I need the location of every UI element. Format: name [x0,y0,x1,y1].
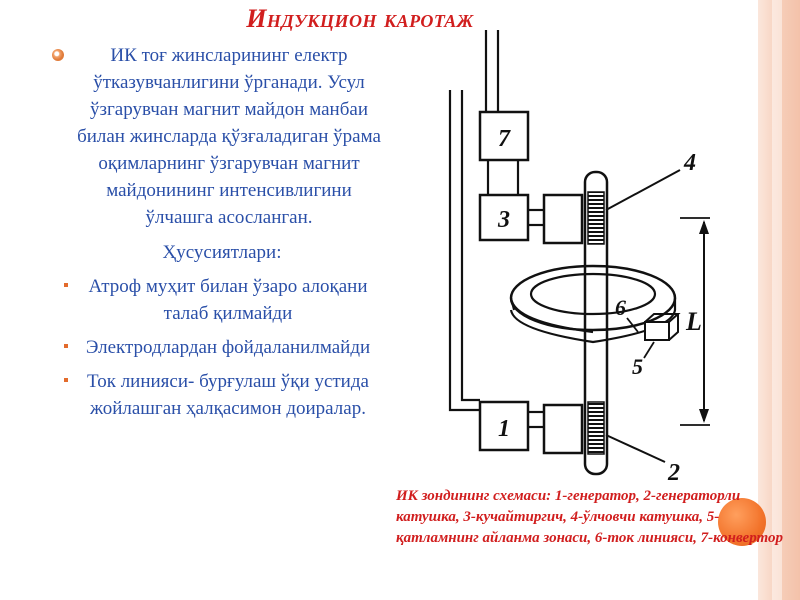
feature-text: Электродлардан фойдаланилмайди [85,337,371,358]
label-L: L [685,307,702,336]
block-3-label: 3 [497,207,510,233]
square-bullet-icon [64,283,68,287]
text-column: ИК тоғ жинсларининг електр ўтказувчанлиг… [48,42,388,422]
features-heading: Ҳусусиятлари: [162,242,282,263]
decorative-edge-stripe [758,0,800,600]
feature-item: Электродлардан фойдаланилмайди [48,334,388,361]
square-bullet-icon [64,344,68,348]
generator-coil [587,401,605,455]
square-bullet-icon [64,378,68,382]
block-7-label: 7 [498,126,511,152]
block-3-amplifier [478,193,530,242]
label-6: 6 [615,295,626,320]
ring-zone-thickness [509,298,677,344]
feature-item: Атроф муҳит билан ўзаро алоқани талаб қи… [48,273,388,327]
feature-item: Ток линияси- бурғулаш ўқи устида жойлашг… [48,368,388,422]
lower-coil-housing [542,403,584,455]
current-line [448,90,480,412]
decorative-orange-circle [718,498,766,546]
leader-line-4 [605,169,681,211]
label-5: 5 [632,354,643,379]
slide-title: Индукцион каротаж [246,4,474,33]
induction-probe-diagram: 7 3 1 4 2 6 5 L [448,30,710,485]
main-bullet: ИК тоғ жинсларининг електр ўтказувчанлиг… [48,42,388,231]
leader-line-2 [605,434,666,463]
feature-text: Ток линияси- бурғулаш ўқи устида жойлашг… [87,371,369,419]
bullet-dot-icon [52,49,64,61]
block-1-label: 1 [498,416,510,442]
measuring-coil [587,191,605,245]
feature-text: Атроф муҳит билан ўзаро алоқани талаб қи… [88,276,368,324]
label-2: 2 [667,460,680,485]
central-rod [583,170,609,476]
label-4: 4 [683,150,696,176]
diagram-caption: ИК зондининг схемаси: 1-генератор, 2-ген… [396,488,783,546]
ring-zone-inner [529,272,657,316]
main-bullet-text: ИК тоғ жинсларининг електр ўтказувчанлиг… [77,45,381,228]
block-7-converter [478,110,530,162]
block-1-generator [478,400,530,452]
current-line [460,90,480,402]
ring-section [644,321,670,341]
upper-coil-housing [542,193,584,245]
